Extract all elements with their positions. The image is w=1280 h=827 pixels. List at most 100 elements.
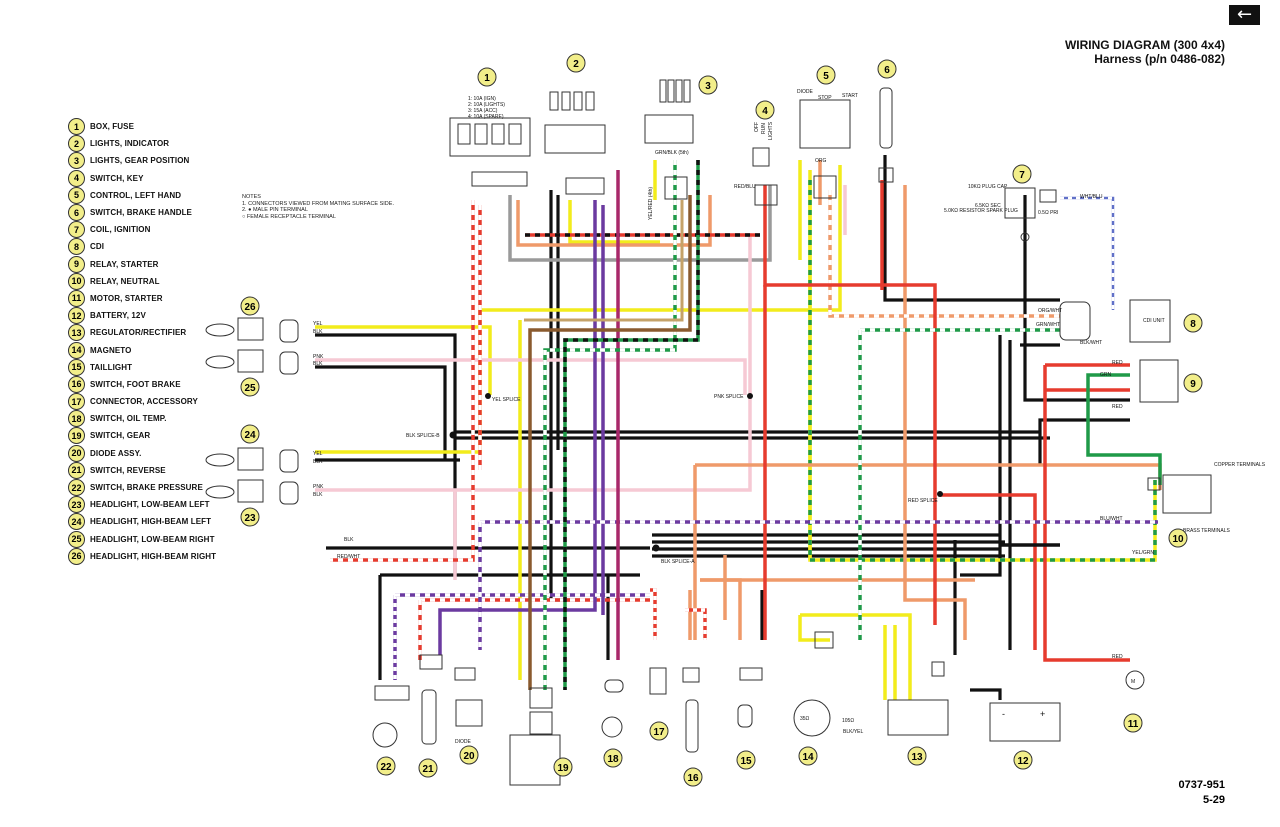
svg-text:3: 3 (705, 81, 711, 92)
wire-yel-7 (798, 615, 830, 642)
wire-red-1 (763, 185, 937, 625)
svg-text:21: 21 (422, 764, 434, 775)
magneto-component (793, 631, 834, 737)
headlight-23-housing (237, 479, 264, 503)
callout-23: 23 (240, 507, 260, 527)
legend-number-badge: 21 (68, 461, 85, 479)
wire-label-red-9a: RED (1112, 360, 1123, 366)
gear-lights-component (644, 79, 694, 200)
wire-yel-1 (315, 325, 492, 395)
callout-3: 3 (698, 75, 718, 95)
legend-number-badge: 20 (68, 444, 85, 462)
legend-number-badge: 5 (68, 186, 85, 204)
legend-label: TAILLIGHT (90, 362, 133, 372)
legend-number-badge: 24 (68, 513, 85, 531)
wire-label-yel-26: YEL (313, 321, 323, 327)
key-off-label: OFF (754, 122, 760, 132)
callout-6: 6 (877, 59, 897, 79)
legend-item: 6 SWITCH, BRAKE HANDLE (68, 204, 216, 222)
legend-number-badge: 16 (68, 375, 85, 393)
svg-text:11: 11 (1128, 719, 1139, 730)
left-hand-control-component (799, 99, 851, 199)
legend-label: SWITCH, OIL TEMP. (90, 414, 167, 424)
legend-number-badge: 2 (68, 135, 85, 153)
starter-relay-component (1139, 359, 1179, 403)
svg-text:14: 14 (802, 752, 814, 763)
diode-assy-component (454, 667, 483, 727)
notes-block: NOTES 1. CONNECTORS VIEWED FROM MATING S… (242, 194, 394, 220)
wire-yel-8 (800, 613, 912, 700)
callout-1: 1 (477, 67, 497, 87)
legend-number-badge: 3 (68, 152, 85, 170)
legend-label: SWITCH, KEY (90, 173, 144, 183)
cdi-label: CDI UNIT (1143, 318, 1165, 324)
wire-label-blkyel: BLK/YEL (843, 729, 864, 735)
svg-text:23: 23 (244, 513, 256, 524)
copper-terminals-label: COPPER TERMINALS (1214, 462, 1266, 468)
pnk-splice-dot (747, 393, 753, 399)
doc-number: 0737-951 (1178, 779, 1226, 791)
legend-number-badge: 9 (68, 255, 85, 273)
callout-4: 4 (755, 100, 775, 120)
red-wires (763, 180, 1130, 662)
svg-text:7: 7 (1019, 170, 1025, 181)
svg-text:2: 10A (LIGHTS): 2: 10A (LIGHTS) (468, 102, 505, 108)
wire-red-3 (940, 493, 1037, 650)
wire-label-blk-24: BLK (313, 459, 323, 465)
magneto-35ohm: 35Ω (800, 716, 810, 722)
headlights (205, 317, 299, 505)
wire-red-5 (1043, 365, 1130, 662)
callout-20: 20 (459, 745, 479, 765)
callout-22: 22 (376, 756, 396, 776)
legend-label: HEADLIGHT, LOW-BEAM RIGHT (90, 534, 215, 544)
wire-label-red-9b: RED (1112, 404, 1123, 410)
wire-yel-6 (568, 200, 660, 244)
legend-label: LIGHTS, INDICATOR (90, 139, 170, 149)
wire-brown-2 (524, 200, 684, 322)
wire-label-blk-23: BLK (313, 492, 323, 498)
legend-label: HEADLIGHT, LOW-BEAM LEFT (90, 500, 210, 510)
regulator-component (887, 661, 949, 736)
legend-number-badge: 18 (68, 410, 85, 428)
legend-label: SWITCH, BRAKE HANDLE (90, 208, 192, 218)
fuse-list: 1: 10A (IGN) 2: 10A (LIGHTS) 3: 15A (ACC… (468, 96, 505, 120)
redwht-wires (330, 200, 760, 660)
legend-label: RELAY, NEUTRAL (90, 276, 160, 286)
wire-label-pnk-23: PNK (313, 484, 324, 490)
callout-25: 25 (240, 377, 260, 397)
ignition-coil-component (1004, 187, 1057, 242)
legend-number-badge: 23 (68, 496, 85, 514)
yel-splice-label: YEL SPLICE (492, 397, 521, 403)
legend-label: HEADLIGHT, HIGH-BEAM LEFT (90, 517, 212, 527)
svg-text:2: 2 (573, 59, 579, 70)
battery-minus: - (1002, 709, 1005, 719)
callout-21: 21 (418, 758, 438, 778)
legend-label: COIL, IGNITION (90, 225, 151, 235)
indicator-lights-component (544, 91, 606, 195)
legend-label: REGULATOR/RECTIFIER (90, 328, 187, 338)
start-label: START (842, 93, 858, 99)
wire-blk-15 (960, 335, 1002, 577)
headlight-24-bulb (205, 453, 235, 467)
bluwht-wires (1060, 196, 1115, 310)
legend-label: SWITCH, GEAR (90, 431, 151, 441)
wire-pnk-2 (315, 395, 752, 492)
splice-dots (449, 393, 943, 552)
legend-number-badge: 14 (68, 341, 85, 359)
svg-text:10: 10 (1172, 534, 1184, 545)
accessory-connector-component (649, 667, 667, 695)
back-arrow-button[interactable]: ← (1229, 5, 1260, 25)
svg-text:18: 18 (607, 754, 619, 765)
callout-24: 24 (240, 424, 260, 444)
callout-9: 9 (1183, 373, 1203, 393)
legend-item: 2 LIGHTS, INDICATOR (68, 135, 216, 153)
legend-number-badge: 6 (68, 204, 85, 222)
